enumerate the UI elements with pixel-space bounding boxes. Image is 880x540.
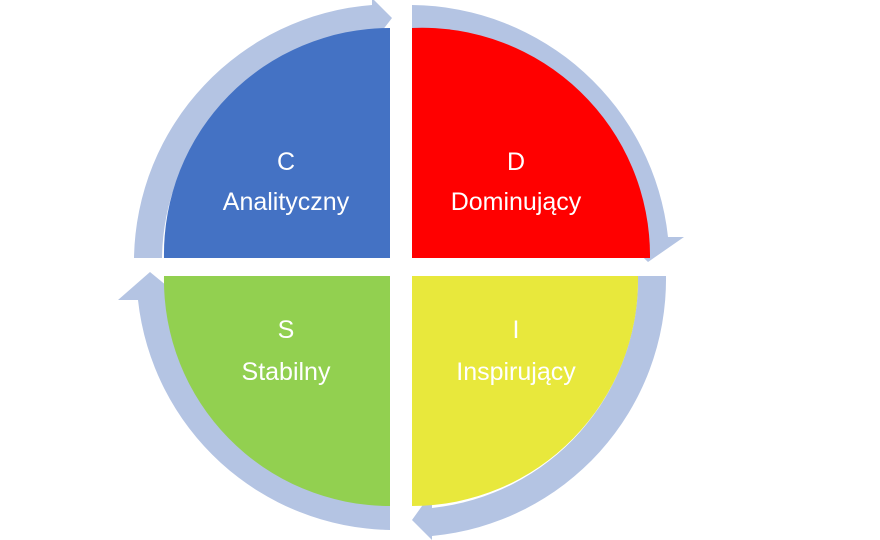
quadrant-c-letter: C: [277, 148, 295, 176]
cycle-arrows: [118, 0, 684, 540]
quadrant-d-letter: D: [507, 148, 525, 176]
quadrant-c: [163, 27, 390, 259]
quadrant-s: [163, 276, 390, 506]
quadrant-s-label: Stabilny: [242, 358, 331, 386]
quadrant-s-letter: S: [278, 316, 295, 344]
quadrants: [163, 27, 651, 506]
quadrant-c-label: Analityczny: [223, 188, 350, 216]
arrow-bottom-right: [412, 276, 667, 540]
quadrant-i: [412, 276, 639, 506]
quadrant-d-label: Dominujący: [451, 188, 582, 216]
quadrant-labels: C Analityczny D Dominujący I Inspirujący…: [223, 148, 582, 386]
quadrant-i-label: Inspirujący: [456, 358, 576, 386]
quadrant-i-letter: I: [513, 316, 520, 344]
arrow-top-left: [134, 0, 392, 258]
quadrant-d: [412, 27, 651, 258]
